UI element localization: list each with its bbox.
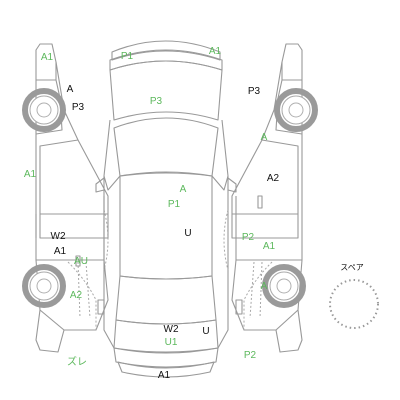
damage-mark: P1 (167, 199, 181, 210)
spare-label: スペア (340, 263, 364, 272)
damage-mark: P2 (243, 350, 257, 361)
damage-mark: P3 (247, 86, 261, 97)
damage-mark: A1 (40, 52, 54, 63)
damage-mark: U (202, 326, 210, 337)
damage-mark: A1 (262, 241, 276, 252)
spare-tire-icon (329, 279, 379, 329)
damage-mark: AU (74, 256, 88, 267)
damage-mark: A1 (157, 370, 171, 381)
damage-mark: A (260, 132, 268, 143)
damage-mark: A1 (208, 46, 222, 57)
damage-mark: A1 (53, 246, 67, 257)
damage-mark: A (66, 84, 74, 95)
car-top-view (95, 40, 237, 378)
damage-mark: A2 (266, 173, 280, 184)
damage-mark: P2 (241, 232, 255, 243)
damage-mark: A2 (69, 290, 83, 301)
damage-mark: P3 (71, 102, 85, 113)
damage-mark: A (179, 184, 187, 195)
car-left-side-view (22, 43, 109, 353)
damage-mark: W2 (163, 324, 179, 335)
damage-mark: W2 (50, 231, 66, 242)
car-right-side-view (231, 43, 318, 353)
damage-mark: ズレ (67, 357, 87, 368)
damage-mark: P1 (120, 51, 134, 62)
damage-mark: U (184, 228, 192, 239)
damage-mark: A (260, 281, 268, 292)
damage-mark: U1 (164, 337, 178, 348)
damage-mark: A1 (23, 169, 37, 180)
damage-mark: P3 (149, 96, 163, 107)
